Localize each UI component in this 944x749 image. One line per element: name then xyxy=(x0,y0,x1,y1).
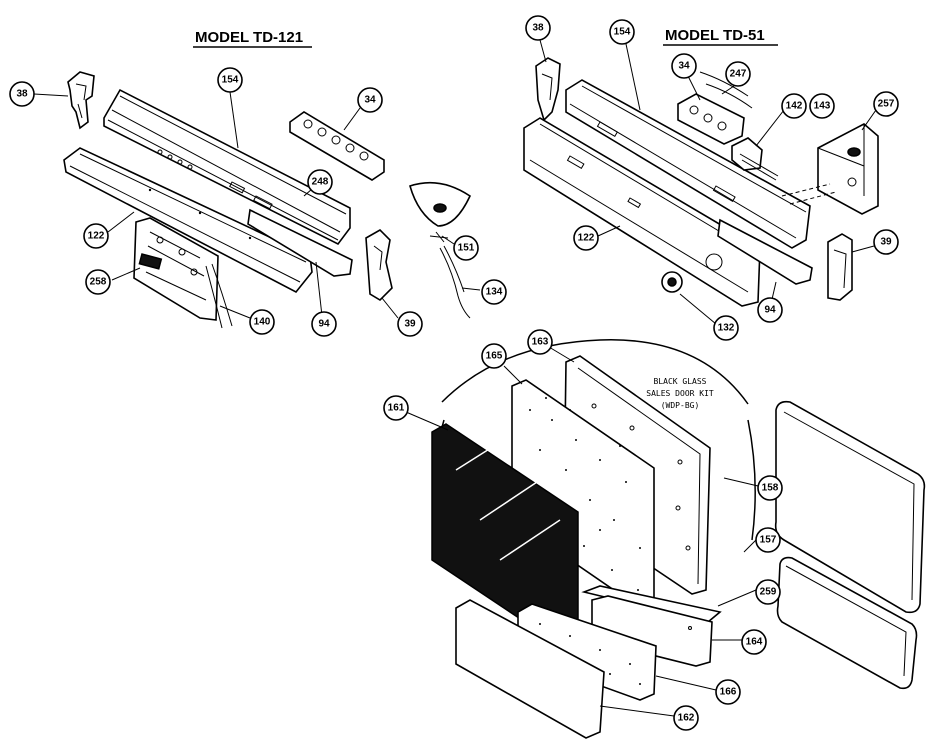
part-control-rail-right xyxy=(565,79,811,249)
callout-248: 248 xyxy=(307,169,333,195)
callouts: 38 154 34 248 122 258 140 94 39 151 134 … xyxy=(9,15,899,731)
title-left: MODEL TD-121 xyxy=(195,29,303,46)
callout-39-left: 39 xyxy=(397,311,423,337)
svg-text:39: 39 xyxy=(880,237,892,248)
part-knob-skirt xyxy=(409,181,472,243)
svg-text:151: 151 xyxy=(458,243,475,254)
part-knob-132 xyxy=(661,253,723,293)
svg-text:94: 94 xyxy=(764,305,776,316)
callout-157: 157 xyxy=(755,527,781,553)
note-line-2: SALES DOOR KIT xyxy=(646,389,714,398)
part-rail-94-right xyxy=(717,218,813,285)
svg-text:162: 162 xyxy=(678,713,695,724)
callout-154-left: 154 xyxy=(217,67,243,93)
part-switch-142 xyxy=(731,137,779,181)
svg-text:134: 134 xyxy=(486,287,503,298)
svg-text:34: 34 xyxy=(364,95,376,106)
callout-134: 134 xyxy=(481,279,507,305)
part-front-panel-left xyxy=(63,147,313,294)
svg-text:259: 259 xyxy=(760,587,777,598)
part-end-cap-right-b xyxy=(827,233,853,301)
svg-text:34: 34 xyxy=(678,61,690,72)
svg-text:142: 142 xyxy=(786,101,803,112)
svg-text:248: 248 xyxy=(312,177,329,188)
callout-143: 143 xyxy=(809,93,835,119)
callout-165: 165 xyxy=(481,343,507,369)
callout-162: 162 xyxy=(673,705,699,731)
callout-247: 247 xyxy=(725,61,751,87)
svg-text:38: 38 xyxy=(532,23,544,34)
svg-text:154: 154 xyxy=(222,75,239,86)
callout-38-right: 38 xyxy=(525,15,551,41)
svg-text:140: 140 xyxy=(254,317,271,328)
svg-text:132: 132 xyxy=(718,323,735,334)
svg-text:158: 158 xyxy=(762,483,779,494)
part-control-board xyxy=(133,217,219,321)
svg-text:122: 122 xyxy=(88,231,105,242)
svg-text:165: 165 xyxy=(486,351,503,362)
kit-outline-arc-right xyxy=(747,419,756,541)
svg-text:166: 166 xyxy=(720,687,737,698)
kit-outline-arc xyxy=(441,339,749,405)
svg-text:154: 154 xyxy=(614,27,631,38)
part-wire-140 xyxy=(205,263,233,329)
callout-132: 132 xyxy=(713,315,739,341)
title-model-td-51: MODEL TD-51 xyxy=(663,27,778,46)
part-rail-94-left xyxy=(247,208,353,277)
svg-text:38: 38 xyxy=(16,89,28,100)
callout-166: 166 xyxy=(715,679,741,705)
part-glass-panel-157 xyxy=(776,556,918,690)
svg-text:94: 94 xyxy=(318,319,330,330)
part-end-cap-right-left xyxy=(365,229,393,302)
callout-163: 163 xyxy=(527,329,553,355)
callout-122-left: 122 xyxy=(83,223,109,249)
part-end-cap-left-b xyxy=(535,57,561,122)
note-line-3: (WDP-BG) xyxy=(661,401,700,410)
svg-text:39: 39 xyxy=(404,319,416,330)
part-end-cap-left xyxy=(67,71,95,130)
svg-text:247: 247 xyxy=(730,69,747,80)
callout-142: 142 xyxy=(781,93,807,119)
note-line-1: BLACK GLASS xyxy=(654,377,707,386)
callout-259: 259 xyxy=(755,579,781,605)
callout-122-right: 122 xyxy=(573,225,599,251)
callout-39-right: 39 xyxy=(873,229,899,255)
part-bracket-257 xyxy=(781,123,879,215)
svg-text:163: 163 xyxy=(532,337,549,348)
title-right: MODEL TD-51 xyxy=(665,27,765,44)
callout-257: 257 xyxy=(873,91,899,117)
part-bottom-panel-162 xyxy=(455,599,605,739)
part-terminal-block-left xyxy=(289,111,385,181)
callout-151: 151 xyxy=(453,235,479,261)
svg-text:164: 164 xyxy=(746,637,763,648)
part-control-rail-left xyxy=(103,88,351,246)
svg-text:143: 143 xyxy=(814,101,831,112)
svg-text:257: 257 xyxy=(878,99,895,110)
svg-text:161: 161 xyxy=(388,403,405,414)
callout-158: 158 xyxy=(757,475,783,501)
callout-140: 140 xyxy=(249,309,275,335)
callout-94-left: 94 xyxy=(311,311,337,337)
svg-text:258: 258 xyxy=(90,277,107,288)
callout-34-right: 34 xyxy=(671,53,697,79)
callout-154-right: 154 xyxy=(609,19,635,45)
callout-94-right: 94 xyxy=(757,297,783,323)
callout-38-left: 38 xyxy=(9,81,35,107)
svg-text:157: 157 xyxy=(760,535,777,546)
callout-258: 258 xyxy=(85,269,111,295)
part-terminal-block-right xyxy=(677,71,753,145)
svg-text:122: 122 xyxy=(578,233,595,244)
callout-34-left: 34 xyxy=(357,87,383,113)
title-model-td-121: MODEL TD-121 xyxy=(193,29,312,48)
callout-161: 161 xyxy=(383,395,409,421)
kit-note: BLACK GLASS SALES DOOR KIT (WDP-BG) xyxy=(646,377,714,410)
callout-164: 164 xyxy=(741,629,767,655)
